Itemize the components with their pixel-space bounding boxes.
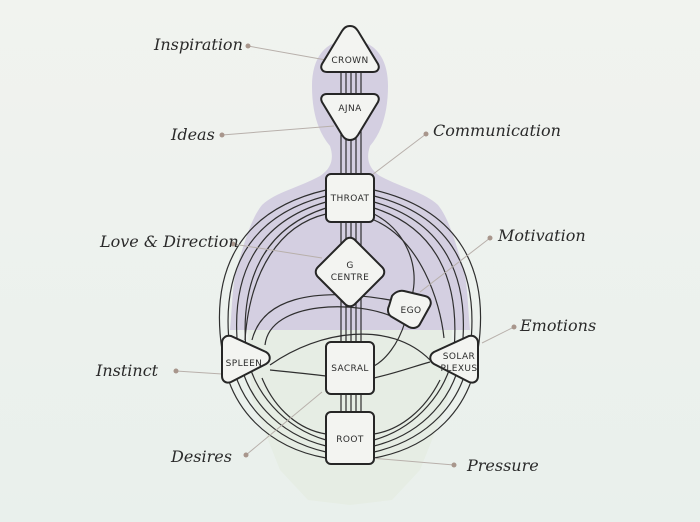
leader-desires [245, 391, 323, 456]
ajna-shape [320, 93, 380, 142]
sacral-label: SACRAL [331, 364, 369, 374]
dot-desires [243, 452, 249, 458]
channel-solar-root [373, 379, 441, 435]
channel-throat-ego [373, 213, 415, 297]
g-centre-shape [314, 236, 386, 308]
annotations: Inspiration Ideas Communication Love & D… [95, 35, 596, 475]
solar-plexus-label-line2: PLEXUS [441, 364, 478, 374]
leader-inspiration [247, 45, 327, 61]
spleen-label: SPLEEN [226, 359, 263, 369]
center-crown[interactable]: CROWN [320, 24, 380, 73]
root-label: ROOT [336, 435, 364, 445]
channel-spleen-throat [244, 213, 327, 341]
leader-instinct [175, 370, 223, 375]
annotation-desires: Desires [170, 447, 232, 466]
spleen-shape [221, 334, 271, 384]
throat-label: THROAT [330, 194, 370, 204]
leader-motivation [419, 237, 491, 293]
channel-spleen-root [261, 377, 327, 435]
ajna-label: AJNA [338, 104, 362, 114]
center-root[interactable]: ROOT [325, 411, 375, 465]
annotation-ideas: Ideas [170, 125, 215, 144]
channel-spleen-sacral [269, 369, 327, 377]
leader-ideas [221, 125, 335, 136]
center-solar-plexus[interactable]: SOLAR PLEXUS [429, 334, 479, 384]
dot-instinct [173, 368, 179, 374]
annotation-pressure: Pressure [466, 456, 539, 475]
center-throat[interactable]: THROAT [325, 173, 375, 223]
dot-communication [423, 131, 429, 137]
ego-label: EGO [401, 306, 422, 316]
center-spleen[interactable]: SPLEEN [221, 334, 271, 384]
channel-ego-sacral [373, 321, 406, 367]
annotation-communication: Communication [433, 121, 561, 140]
leader-love-direction [232, 243, 323, 259]
dot-emotions [511, 324, 517, 330]
center-ego[interactable]: EGO [387, 289, 432, 329]
center-sacral[interactable]: SACRAL [325, 341, 375, 395]
leader-lines [173, 43, 517, 468]
throat-shape [325, 173, 375, 223]
crown-shape [320, 24, 380, 73]
g-centre-label-line2: CENTRE [331, 273, 370, 283]
dot-motivation [487, 235, 493, 241]
sacral-shape [325, 341, 375, 395]
annotation-instinct: Instinct [95, 361, 159, 380]
annotation-motivation: Motivation [497, 226, 586, 245]
crown-label: CROWN [331, 56, 368, 66]
annotation-emotions: Emotions [519, 316, 596, 335]
dot-pressure [451, 462, 457, 468]
ego-shape [387, 289, 432, 329]
centers: CROWN AJNA THROAT G CENTRE EGO SPLEEN [221, 24, 479, 465]
root-shape [325, 411, 375, 465]
annotation-inspiration: Inspiration [153, 35, 243, 54]
channel-spleen-solar [269, 333, 431, 366]
g-centre-label-line1: G [346, 261, 353, 271]
dot-love-direction [230, 241, 236, 247]
channel-sacral-solar [373, 361, 431, 379]
dot-inspiration [245, 43, 251, 49]
leader-emotions [481, 326, 515, 344]
dot-ideas [219, 132, 225, 138]
channel-ego-spleen-low [264, 306, 396, 346]
center-g[interactable]: G CENTRE [314, 236, 386, 308]
annotation-love-direction: Love & Direction [99, 232, 239, 251]
leader-communication [371, 133, 427, 176]
solar-plexus-label-line1: SOLAR [443, 352, 475, 362]
center-ajna[interactable]: AJNA [320, 93, 380, 142]
solar-plexus-shape [429, 334, 479, 384]
channel-throat-solar [373, 219, 445, 339]
